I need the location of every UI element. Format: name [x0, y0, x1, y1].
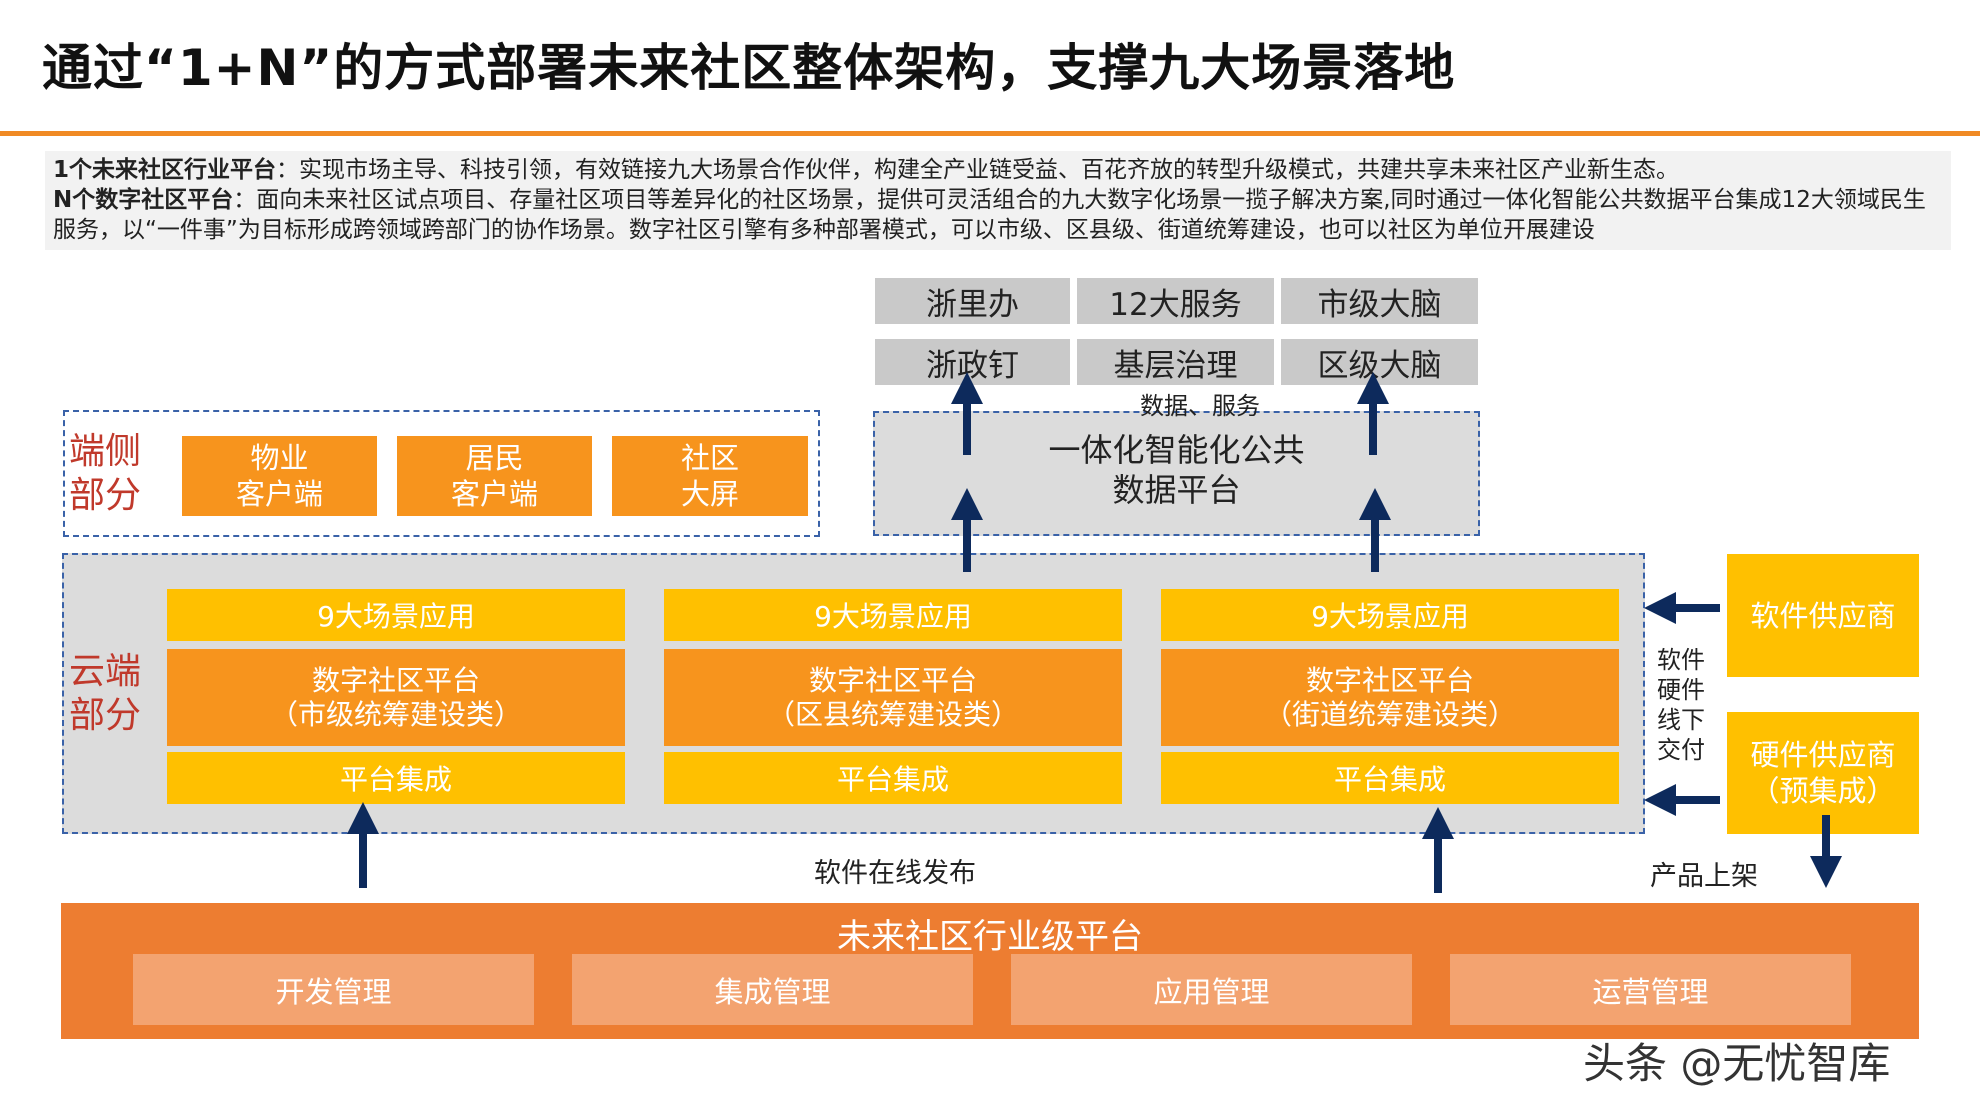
client-resident-line-1: 居民	[465, 441, 524, 475]
edge-section-label: 端侧 部分	[69, 430, 141, 518]
service-grassroots-governance: 基层治理	[1077, 339, 1274, 385]
delivery-line-2: 硬件	[1657, 676, 1705, 704]
col2-platform-line-2: （区县统筹建设类）	[766, 697, 1019, 731]
service-zhelibian: 浙里办	[875, 278, 1070, 324]
description-line-1: 1个未来社区行业平台：实现市场主导、科技引领，有效链接九大场景合作伙伴，构建全产…	[53, 155, 1943, 185]
delivery-label: 软件 硬件 线下 交付	[1657, 645, 1705, 765]
data-service-label: 数据、服务	[1140, 392, 1260, 420]
client-screen-line-1: 社区	[680, 441, 739, 475]
col2-platform-line-1: 数字社区平台	[808, 663, 977, 697]
hardware-supplier: 硬件供应商 （预集成）	[1727, 712, 1919, 834]
industry-platform-title: 未来社区行业级平台	[837, 917, 1143, 957]
software-release-label: 软件在线发布	[814, 858, 976, 889]
col1-platform-line-2: （市级统筹建设类）	[269, 697, 522, 731]
page-title: 通过“1+N”的方式部署未来社区整体架构，支撑九大场景落地	[42, 39, 1456, 97]
module-integration: 集成管理	[572, 954, 973, 1025]
col2-scene-apps: 9大场景应用	[664, 589, 1122, 641]
client-resident: 居民 客户端	[397, 436, 592, 516]
edge-label-line-2: 部分	[69, 475, 142, 516]
cloud-label-line-2: 部分	[69, 695, 142, 736]
software-supplier: 软件供应商	[1727, 554, 1919, 677]
product-listing-label: 产品上架	[1650, 861, 1758, 892]
client-property-line-2: 客户端	[235, 477, 323, 511]
client-resident-line-2: 客户端	[450, 477, 538, 511]
edge-label-line-1: 端侧	[69, 431, 142, 472]
description-line-1-bold: 1个未来社区行业平台	[53, 157, 277, 183]
data-platform-title: 一体化智能化公共 数据平台	[873, 430, 1480, 510]
hardware-supplier-line-2: （预集成）	[1750, 774, 1896, 808]
col1-platform-integration: 平台集成	[167, 752, 625, 804]
watermark: 头条 @无忧智库	[1583, 1039, 1891, 1088]
cloud-label-line-1: 云端	[69, 651, 142, 692]
module-application: 应用管理	[1011, 954, 1412, 1025]
col3-platform-integration: 平台集成	[1161, 752, 1619, 804]
client-property-line-1: 物业	[250, 441, 309, 475]
client-property: 物业 客户端	[182, 436, 377, 516]
delivery-line-1: 软件	[1657, 646, 1705, 674]
col2-platform-integration: 平台集成	[664, 752, 1122, 804]
col1-community-platform: 数字社区平台 （市级统筹建设类）	[167, 649, 625, 746]
col3-platform-line-1: 数字社区平台	[1305, 663, 1474, 697]
col2-community-platform: 数字社区平台 （区县统筹建设类）	[664, 649, 1122, 746]
cloud-section-label: 云端 部分	[69, 650, 141, 738]
col3-platform-line-2: （街道统筹建设类）	[1263, 697, 1516, 731]
data-platform-line-2: 数据平台	[1112, 471, 1241, 509]
module-development: 开发管理	[133, 954, 534, 1025]
data-platform-line-1: 一体化智能化公共	[1048, 431, 1305, 469]
client-screen-line-2: 大屏	[680, 477, 739, 511]
software-supplier-label: 软件供应商	[1750, 598, 1896, 633]
description-line-1-text: ：实现市场主导、科技引领，有效链接九大场景合作伙伴，构建全产业链受益、百花齐放的…	[276, 157, 1680, 183]
col3-scene-apps: 9大场景应用	[1161, 589, 1619, 641]
hardware-supplier-line-1: 硬件供应商	[1750, 738, 1896, 772]
delivery-line-3: 线下	[1657, 706, 1705, 734]
col1-platform-line-1: 数字社区平台	[311, 663, 480, 697]
description-box: 1个未来社区行业平台：实现市场主导、科技引领，有效链接九大场景合作伙伴，构建全产…	[45, 151, 1951, 250]
service-12-services: 12大服务	[1077, 278, 1274, 324]
delivery-line-4: 交付	[1657, 736, 1705, 764]
description-line-2-bold: N个数字社区平台	[53, 187, 234, 213]
title-underline	[0, 131, 1980, 136]
col3-community-platform: 数字社区平台 （街道统筹建设类）	[1161, 649, 1619, 746]
module-operations: 运营管理	[1450, 954, 1851, 1025]
description-line-2-text: ：面向未来社区试点项目、存量社区项目等差异化的社区场景，提供可灵活组合的九大数字…	[53, 187, 1926, 243]
col1-scene-apps: 9大场景应用	[167, 589, 625, 641]
description-line-2: N个数字社区平台：面向未来社区试点项目、存量社区项目等差异化的社区场景，提供可灵…	[53, 185, 1943, 245]
client-community-screen: 社区 大屏	[612, 436, 808, 516]
service-city-brain: 市级大脑	[1281, 278, 1478, 324]
